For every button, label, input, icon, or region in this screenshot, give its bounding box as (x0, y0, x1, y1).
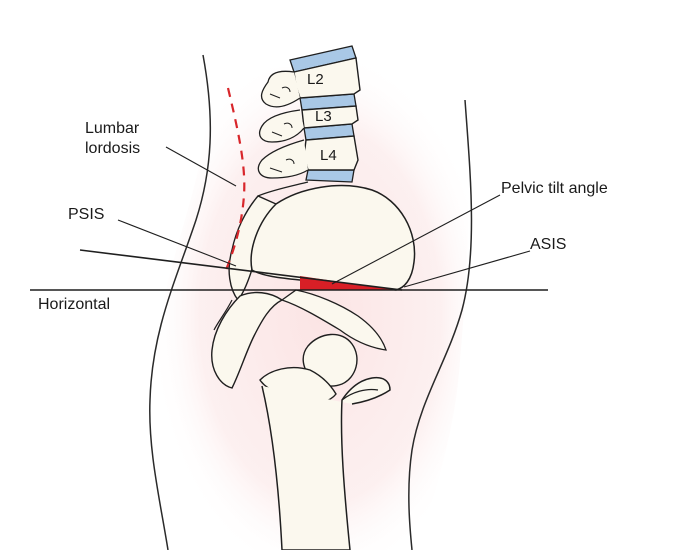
horizontal-label: Horizontal (38, 296, 110, 313)
psis-label: PSIS (68, 206, 104, 223)
vertebra-label-l2: L2 (307, 71, 324, 88)
pelvic-tilt-angle-label: Pelvic tilt angle (501, 180, 608, 197)
asis-label: ASIS (530, 236, 566, 253)
disc-l4-l5 (306, 170, 354, 182)
lumbar-lordosis-label-line1: Lumbar (85, 120, 140, 137)
lumbar-lordosis-label-line2: lordosis (85, 140, 140, 157)
vertebra-label-l4: L4 (320, 147, 337, 164)
vertebra-label-l3: L3 (315, 108, 332, 125)
